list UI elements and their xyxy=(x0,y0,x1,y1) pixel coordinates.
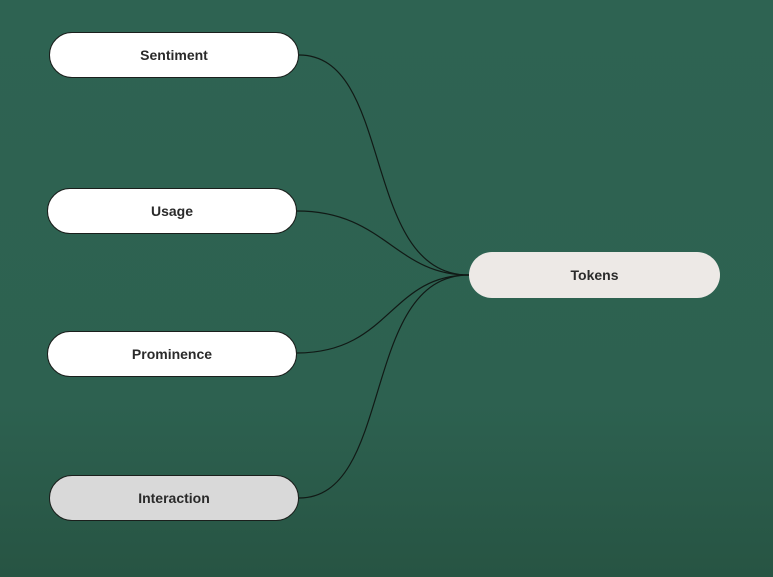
node-label: Prominence xyxy=(131,346,213,362)
node-tokens[interactable]: Tokens xyxy=(469,252,720,298)
edge-usage-tokens xyxy=(296,210,470,276)
node-label: Tokens xyxy=(570,267,619,283)
edge-interaction-tokens xyxy=(298,274,470,499)
node-label: Sentiment xyxy=(140,47,208,63)
node-label: Usage xyxy=(150,203,194,219)
node-label: Interaction xyxy=(138,490,210,506)
edge-prominence-tokens xyxy=(296,274,470,354)
node-prominence[interactable]: Prominence xyxy=(47,331,297,377)
node-usage[interactable]: Usage xyxy=(47,188,297,234)
edge-sentiment-tokens xyxy=(298,54,470,276)
node-sentiment[interactable]: Sentiment xyxy=(49,32,299,78)
node-interaction[interactable]: Interaction xyxy=(49,475,299,521)
